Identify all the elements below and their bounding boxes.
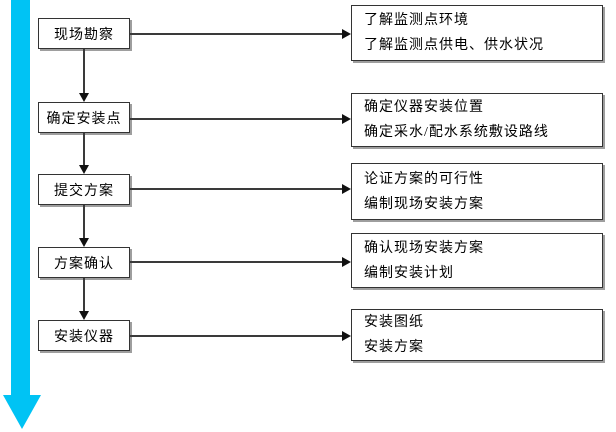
right-arrowhead-icon-1 xyxy=(342,29,351,39)
step-box-install-instrument: 安装仪器 xyxy=(38,320,130,351)
detail-box-submit-plan: 论证方案的可行性 编制现场安装方案 xyxy=(351,163,603,220)
down-connector-line-2 xyxy=(83,133,85,165)
detail-box-site-survey: 了解监测点环境 了解监测点供电、供水状况 xyxy=(351,5,603,61)
step-label: 安装仪器 xyxy=(54,329,114,345)
detail-line: 编制安装计划 xyxy=(364,265,454,281)
step-label: 确定安装点 xyxy=(46,111,122,127)
step-box-submit-plan: 提交方案 xyxy=(38,174,130,205)
right-connector-line-5 xyxy=(130,335,342,337)
down-arrowhead-icon-1 xyxy=(79,93,89,102)
detail-box-install-instrument: 安装图纸 安装方案 xyxy=(351,309,603,361)
detail-line: 论证方案的可行性 xyxy=(364,171,484,187)
down-arrowhead-icon-2 xyxy=(79,165,89,174)
timeline-down-arrow-icon xyxy=(3,0,41,429)
right-arrowhead-icon-5 xyxy=(342,331,351,341)
detail-line: 确定采水/配水系统敷设路线 xyxy=(364,125,549,140)
down-connector-line-3 xyxy=(83,205,85,238)
detail-box-plan-confirmation: 确认现场安装方案 编制安装计划 xyxy=(351,233,603,288)
right-arrowhead-icon-3 xyxy=(342,184,351,194)
right-connector-line-3 xyxy=(130,188,342,190)
step-label: 提交方案 xyxy=(54,183,114,199)
detail-line: 了解监测点环境 xyxy=(364,13,469,28)
detail-line: 确定仪器安装位置 xyxy=(364,100,484,115)
right-connector-line-1 xyxy=(130,33,342,35)
down-arrowhead-icon-3 xyxy=(79,238,89,247)
down-arrowhead-icon-4 xyxy=(79,311,89,320)
right-arrowhead-icon-2 xyxy=(342,114,351,124)
right-connector-line-4 xyxy=(130,261,342,263)
detail-line: 安装图纸 xyxy=(364,315,424,330)
right-arrowhead-icon-4 xyxy=(342,257,351,267)
detail-box-determine-install-point: 确定仪器安装位置 确定采水/配水系统敷设路线 xyxy=(351,93,603,147)
right-connector-line-2 xyxy=(130,118,342,120)
detail-line: 编制现场安装方案 xyxy=(364,196,484,212)
down-connector-line-4 xyxy=(83,278,85,311)
step-box-determine-install-point: 确定安装点 xyxy=(38,102,130,133)
down-connector-line-1 xyxy=(83,49,85,93)
step-label: 现场勘察 xyxy=(54,27,114,43)
step-box-site-survey: 现场勘察 xyxy=(38,18,130,49)
detail-line: 了解监测点供电、供水状况 xyxy=(364,38,544,53)
detail-line: 安装方案 xyxy=(364,340,424,355)
detail-line: 确认现场安装方案 xyxy=(364,240,484,256)
step-box-plan-confirmation: 方案确认 xyxy=(38,247,130,278)
step-label: 方案确认 xyxy=(54,256,114,272)
